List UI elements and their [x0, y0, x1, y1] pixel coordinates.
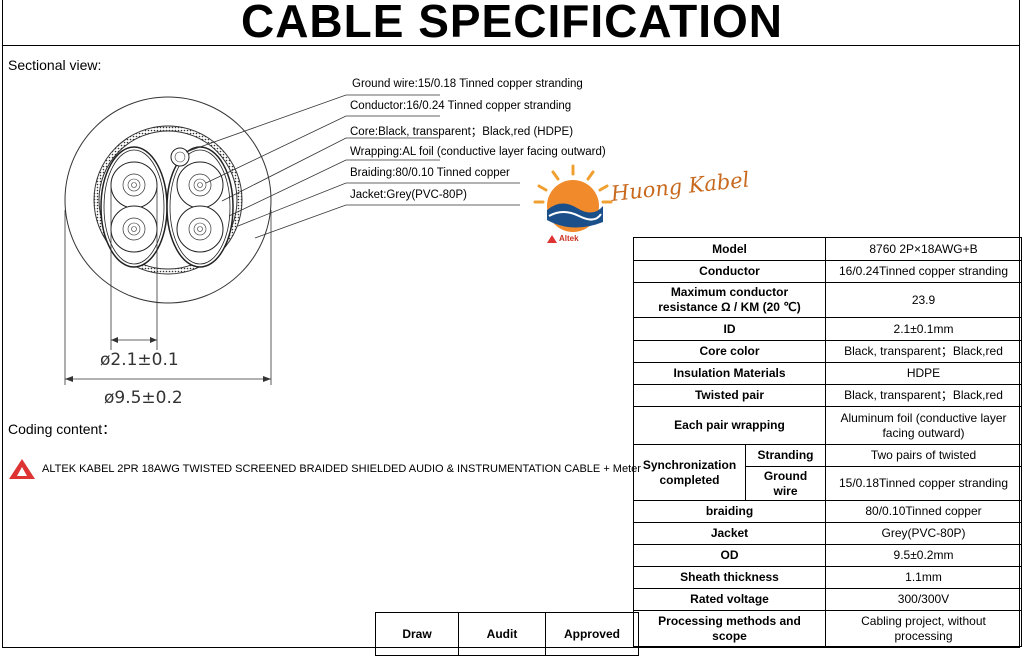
- spec-key-braiding: braiding: [633, 500, 826, 523]
- spec-value-insulation: HDPE: [825, 362, 1022, 385]
- spec-key-wrapping: Each pair wrapping: [633, 406, 826, 445]
- spec-key-model: Model: [633, 237, 826, 261]
- spec-key-id: ID: [633, 317, 826, 341]
- dimension-outer-diameter: ø9.5±0.2: [104, 388, 183, 408]
- spec-value-ground-wire: 15/0.18Tinned copper stranding: [825, 466, 1022, 501]
- spec-value-processing-line1: Cabling project, without: [861, 613, 986, 628]
- signature-table: Draw Audit Approved: [375, 612, 639, 656]
- spec-value-conductor: 16/0.24Tinned copper stranding: [825, 260, 1022, 283]
- spec-value-sheath: 1.1mm: [825, 566, 1022, 589]
- sign-draw: Draw: [375, 612, 459, 656]
- page-title: CABLE SPECIFICATION: [240, 0, 784, 47]
- coding-content-label: Coding content：: [8, 421, 117, 437]
- spec-key-processing-line1: Processing methods and: [658, 613, 801, 628]
- spec-value-braiding: 80/0.10Tinned copper: [825, 500, 1022, 523]
- spec-key-jacket: Jacket: [633, 522, 826, 545]
- callout-wrapping: Wrapping:AL foil (conductive layer facin…: [350, 146, 606, 158]
- spec-value-processing-line2: processing: [894, 628, 953, 643]
- altek-mark-icon: [547, 234, 557, 243]
- spec-value-stranding: Two pairs of twisted: [825, 444, 1022, 467]
- title-divider: [2, 45, 1020, 46]
- spec-value-wrapping-line2: facing outward): [882, 425, 965, 440]
- spec-key-twisted-pair: Twisted pair: [633, 384, 826, 407]
- spec-key-resistance-line2: resistance Ω / KM (20 ℃): [658, 300, 801, 314]
- ground-wire: [170, 147, 190, 167]
- sign-approved: Approved: [545, 612, 639, 656]
- spec-value-resistance: 23.9: [825, 282, 1022, 318]
- spec-key-processing-line2: scope: [712, 628, 747, 643]
- spec-key-insulation: Insulation Materials: [633, 362, 826, 385]
- spec-value-jacket: Grey(PVC-80P): [825, 522, 1022, 545]
- spec-key-sheath: Sheath thickness: [633, 566, 826, 589]
- cable-cross-section: [64, 94, 520, 385]
- spec-key-resistance-line1: Maximum conductor: [670, 285, 789, 299]
- coding-content-text: ALTEK KABEL 2PR 18AWG TWISTED SCREENED B…: [42, 463, 641, 475]
- sign-audit: Audit: [458, 612, 546, 656]
- spec-key-voltage: Rated voltage: [633, 588, 826, 611]
- conductors: [122, 173, 212, 241]
- spec-key-stranding: Stranding: [745, 444, 826, 467]
- spec-value-model: 8760 2P×18AWG+B: [825, 237, 1022, 261]
- altek-small-text: Altek: [559, 234, 579, 243]
- spec-key-ground-line1: Ground: [763, 468, 808, 483]
- spec-value-core-color: Black, transparent；Black,red: [825, 340, 1022, 363]
- spec-key-ground-line2: wire: [773, 483, 798, 498]
- spec-key-sync-line2: completed: [659, 472, 720, 487]
- spec-key-od: OD: [633, 544, 826, 567]
- callout-core: Core:Black, transparent；Black,red (HDPE): [350, 126, 574, 138]
- dimension-inner-diameter: ø2.1±0.1: [100, 350, 179, 370]
- spec-key-core-color: Core color: [633, 340, 826, 363]
- huong-kabel-sun-logo: [533, 164, 613, 232]
- spec-key-sync-line1: Synchronization: [642, 457, 737, 472]
- callout-jacket: Jacket:Grey(PVC-80P): [350, 189, 467, 201]
- spec-value-id: 2.1±0.1mm: [825, 317, 1022, 341]
- callout-braiding: Braiding:80/0.10 Tinned copper: [350, 167, 510, 179]
- callout-conductor: Conductor:16/0.24 Tinned copper strandin…: [350, 100, 572, 112]
- callout-ground-wire: Ground wire:15/0.18 Tinned copper strand…: [352, 78, 583, 90]
- altek-small-logo: Altek: [547, 234, 579, 243]
- spec-value-od: 9.5±0.2mm: [825, 544, 1022, 567]
- sectional-view-label: Sectional view:: [8, 57, 102, 73]
- spec-value-twisted-pair: Black, transparent；Black,red: [825, 384, 1022, 407]
- coding-content-line: ALTEK KABEL 2PR 18AWG TWISTED SCREENED B…: [8, 458, 641, 480]
- spec-value-wrapping-line1: Aluminum foil (conductive layer: [840, 410, 1007, 425]
- spec-key-conductor: Conductor: [633, 260, 826, 283]
- spec-value-voltage: 300/300V: [825, 588, 1022, 611]
- altek-logo-icon: [9, 459, 35, 479]
